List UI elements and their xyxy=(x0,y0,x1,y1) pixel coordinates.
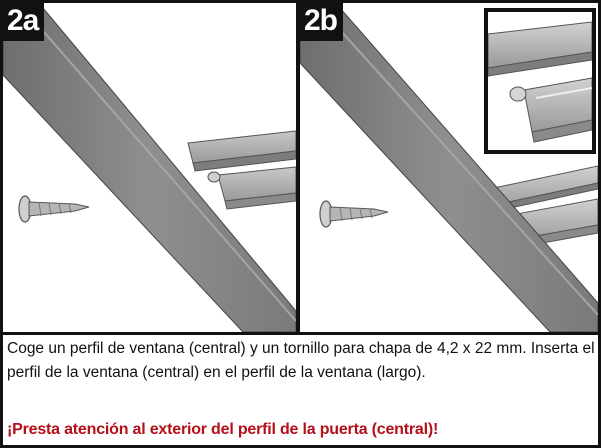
window-profile-central xyxy=(3,7,296,332)
panel-divider xyxy=(296,3,300,332)
screw-icon xyxy=(319,200,389,228)
separator-line xyxy=(3,332,598,335)
step-label-2a: 2a xyxy=(3,3,45,41)
step-label-2b: 2b xyxy=(300,3,344,41)
instruction-text: Coge un perfil de ventana (central) y un… xyxy=(7,340,595,381)
assembly-illustration-2b xyxy=(300,7,598,332)
warning-text: ¡Presta atención al exterior del perfil … xyxy=(7,421,439,438)
illustration-panel-2a: 2a xyxy=(3,3,296,332)
assembly-illustration-2a xyxy=(3,7,296,332)
window-profile-long xyxy=(187,130,296,210)
detail-inset xyxy=(484,8,596,154)
window-profile-central xyxy=(300,7,598,332)
profile-detail-illustration xyxy=(488,21,592,143)
screw-icon xyxy=(18,195,90,223)
